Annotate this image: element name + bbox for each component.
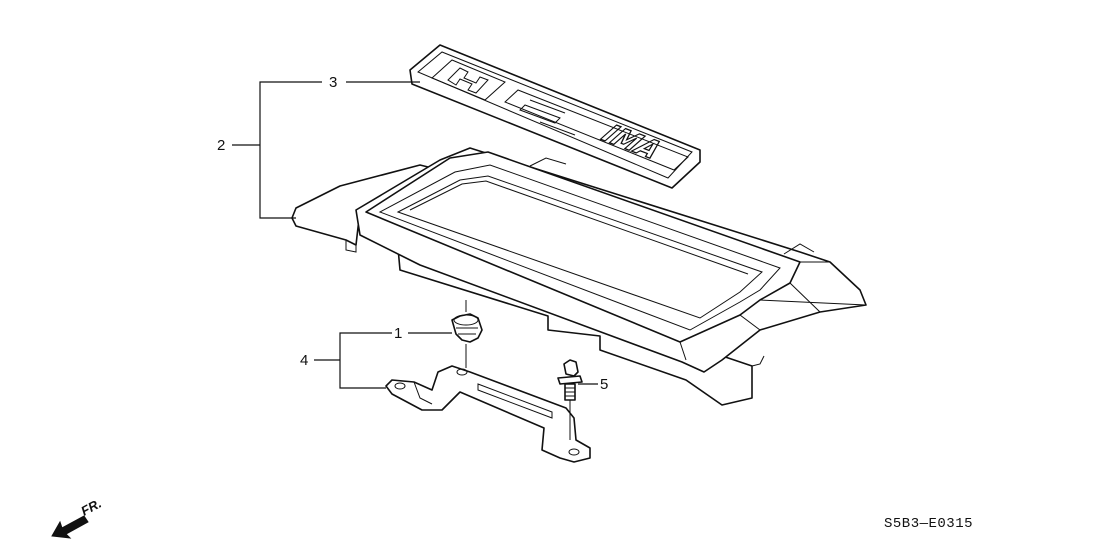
callout-1: 1 bbox=[394, 325, 402, 342]
callout-5: 5 bbox=[600, 376, 608, 393]
engine-cover[interactable] bbox=[291, 147, 867, 406]
grommet[interactable] bbox=[451, 313, 483, 343]
callout-4: 4 bbox=[300, 352, 308, 369]
callout-2: 2 bbox=[217, 137, 225, 154]
bracket-4 bbox=[314, 332, 392, 389]
callout-3: 3 bbox=[329, 74, 337, 91]
bracket-2 bbox=[232, 81, 322, 219]
diagram-code: S5B3—E0315 bbox=[884, 516, 973, 532]
front-direction-arrow: FR. bbox=[51, 496, 104, 539]
direction-label: FR. bbox=[78, 496, 104, 519]
flange-bolt[interactable] bbox=[557, 359, 583, 440]
honda-h-logo bbox=[431, 59, 506, 101]
cover-bracket[interactable] bbox=[385, 365, 591, 463]
